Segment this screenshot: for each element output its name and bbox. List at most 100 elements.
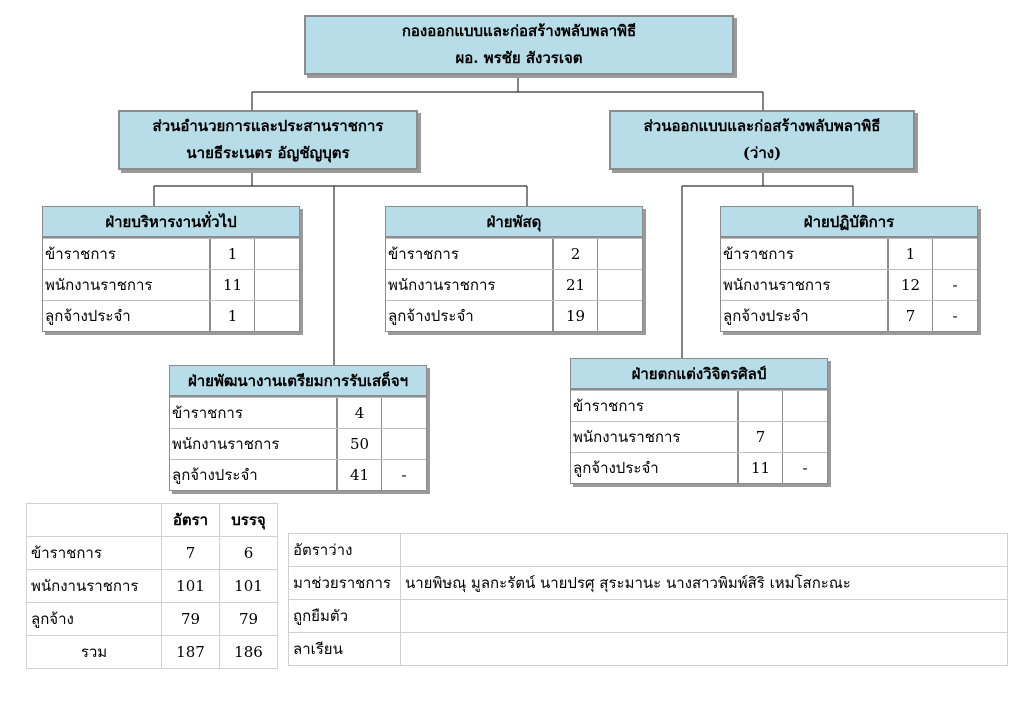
division-design-title: ส่วนออกแบบและก่อสร้างพลับพลาพิธี bbox=[643, 117, 881, 135]
division-admin-title: ส่วนอำนวยการและประสานราชการ bbox=[152, 117, 384, 135]
status-value bbox=[400, 632, 1008, 666]
unit-row: พนักงานราชการ 12 - bbox=[721, 269, 977, 300]
row-extra: - bbox=[952, 276, 958, 294]
row-count: 1 bbox=[889, 239, 933, 269]
table-row: ลูกจ้าง 79 79 bbox=[26, 602, 278, 636]
summary-quota: 79 bbox=[161, 602, 220, 636]
summary-label: ข้าราชการ bbox=[26, 536, 162, 570]
row-label: พนักงานราชการ bbox=[721, 270, 889, 300]
division-design-box: ส่วนออกแบบและก่อสร้างพลับพลาพิธี (ว่าง) bbox=[609, 110, 915, 170]
row-label: ข้าราชการ bbox=[43, 239, 211, 269]
division-admin-head: นายธีระเนตร อัญชัญบุตร bbox=[186, 144, 350, 162]
row-count: 7 bbox=[889, 301, 933, 331]
unit-row: ข้าราชการ 2 bbox=[386, 238, 642, 269]
status-value bbox=[400, 533, 1008, 567]
row-extra bbox=[783, 422, 827, 452]
unit-row: พนักงานราชการ 50 bbox=[170, 428, 426, 459]
status-label: อัตราว่าง bbox=[288, 533, 401, 567]
status-table: อัตราว่าง มาช่วยราชการ นายพิษณุ มูลกะรัต… bbox=[288, 533, 1008, 666]
unit-row: ลูกจ้างประจำ 11 - bbox=[571, 452, 827, 483]
row-extra: - bbox=[802, 459, 808, 477]
table-row: มาช่วยราชการ นายพิษณุ มูลกะรัตน์ นายปรศุ… bbox=[288, 566, 1008, 600]
row-count: 7 bbox=[739, 422, 783, 452]
row-count: 21 bbox=[554, 270, 598, 300]
division-design-head: (ว่าง) bbox=[742, 144, 782, 162]
unit-development: ฝ่ายพัฒนางานเตรียมการรับเสด็จฯ ข้าราชการ… bbox=[169, 365, 427, 491]
table-row: อัตราว่าง bbox=[288, 533, 1008, 567]
row-extra bbox=[255, 270, 299, 300]
unit-supply: ฝ่ายพัสดุ ข้าราชการ 2 พนักงานราชการ 21 ล… bbox=[385, 206, 643, 332]
table-row: พนักงานราชการ 101 101 bbox=[26, 569, 278, 603]
unit-general-admin: ฝ่ายบริหารงานทั่วไป ข้าราชการ 1 พนักงานร… bbox=[42, 206, 300, 332]
row-label: ลูกจ้างประจำ bbox=[721, 301, 889, 331]
unit-row: ข้าราชการ bbox=[571, 390, 827, 421]
summary-table: อัตรา บรรจุ ข้าราชการ 7 6 พนักงานราชการ … bbox=[26, 503, 278, 669]
row-count: 50 bbox=[338, 429, 382, 459]
table-row: รวม 187 186 bbox=[26, 635, 278, 669]
row-extra bbox=[783, 391, 827, 421]
row-count: 2 bbox=[554, 239, 598, 269]
status-value: นายพิษณุ มูลกะรัตน์ นายปรศุ สุระมานะ นาง… bbox=[400, 566, 1008, 600]
row-label: ลูกจ้างประจำ bbox=[43, 301, 211, 331]
summary-filled: 79 bbox=[219, 602, 278, 636]
unit-row: พนักงานราชการ 21 bbox=[386, 269, 642, 300]
row-extra bbox=[255, 239, 299, 269]
unit-title: ฝ่ายปฏิบัติการ bbox=[721, 207, 977, 238]
row-count: 1 bbox=[211, 239, 255, 269]
unit-row: ข้าราชการ 1 bbox=[721, 238, 977, 269]
row-label: ลูกจ้างประจำ bbox=[571, 453, 739, 483]
row-extra bbox=[382, 398, 426, 428]
table-row: ถูกยืมตัว bbox=[288, 599, 1008, 633]
unit-row: ลูกจ้างประจำ 7 - bbox=[721, 300, 977, 331]
summary-filled: 186 bbox=[219, 635, 278, 669]
unit-operations: ฝ่ายปฏิบัติการ ข้าราชการ 1 พนักงานราชการ… bbox=[720, 206, 978, 332]
row-count: 11 bbox=[211, 270, 255, 300]
row-extra bbox=[598, 270, 642, 300]
row-extra: - bbox=[952, 307, 958, 325]
summary-quota: 7 bbox=[161, 536, 220, 570]
row-label: ข้าราชการ bbox=[721, 239, 889, 269]
status-label: ถูกยืมตัว bbox=[288, 599, 401, 633]
status-value bbox=[400, 599, 1008, 633]
row-extra bbox=[382, 429, 426, 459]
summary-header-cell: บรรจุ bbox=[219, 503, 278, 537]
summary-header-cell: อัตรา bbox=[161, 503, 220, 537]
unit-row: ลูกจ้างประจำ 1 bbox=[43, 300, 299, 331]
department-title: กองออกแบบและก่อสร้างพลับพลาพิธี bbox=[401, 22, 637, 40]
unit-row: ข้าราชการ 4 bbox=[170, 397, 426, 428]
row-label: ลูกจ้างประจำ bbox=[170, 460, 338, 490]
department-head-box: กองออกแบบและก่อสร้างพลับพลาพิธี ผอ. พรชั… bbox=[304, 15, 734, 75]
summary-total-label: รวม bbox=[26, 635, 162, 669]
row-count: 19 bbox=[554, 301, 598, 331]
row-extra bbox=[598, 301, 642, 331]
row-count: 1 bbox=[211, 301, 255, 331]
status-label: มาช่วยราชการ bbox=[288, 566, 401, 600]
unit-row: ข้าราชการ 1 bbox=[43, 238, 299, 269]
summary-filled: 101 bbox=[219, 569, 278, 603]
summary-header-row: อัตรา บรรจุ bbox=[26, 503, 278, 537]
unit-row: พนักงานราชการ 11 bbox=[43, 269, 299, 300]
unit-row: ลูกจ้างประจำ 41 - bbox=[170, 459, 426, 490]
summary-label: พนักงานราชการ bbox=[26, 569, 162, 603]
unit-title: ฝ่ายบริหารงานทั่วไป bbox=[43, 207, 299, 238]
row-count: 4 bbox=[338, 398, 382, 428]
row-label: พนักงานราชการ bbox=[43, 270, 211, 300]
row-count: 12 bbox=[889, 270, 933, 300]
summary-label: ลูกจ้าง bbox=[26, 602, 162, 636]
row-count: 41 bbox=[338, 460, 382, 490]
summary-filled: 6 bbox=[219, 536, 278, 570]
row-extra bbox=[598, 239, 642, 269]
row-count: 11 bbox=[739, 453, 783, 483]
row-label: ลูกจ้างประจำ bbox=[386, 301, 554, 331]
division-admin-box: ส่วนอำนวยการและประสานราชการ นายธีระเนตร … bbox=[118, 110, 418, 170]
row-label: พนักงานราชการ bbox=[386, 270, 554, 300]
row-label: ข้าราชการ bbox=[386, 239, 554, 269]
unit-decoration: ฝ่ายตกแต่งวิจิตรศิลป์ ข้าราชการ พนักงานร… bbox=[570, 358, 828, 484]
unit-row: ลูกจ้างประจำ 19 bbox=[386, 300, 642, 331]
row-count bbox=[739, 391, 783, 421]
row-label: พนักงานราชการ bbox=[571, 422, 739, 452]
unit-title: ฝ่ายพัสดุ bbox=[386, 207, 642, 238]
row-extra bbox=[933, 239, 977, 269]
table-row: ข้าราชการ 7 6 bbox=[26, 536, 278, 570]
